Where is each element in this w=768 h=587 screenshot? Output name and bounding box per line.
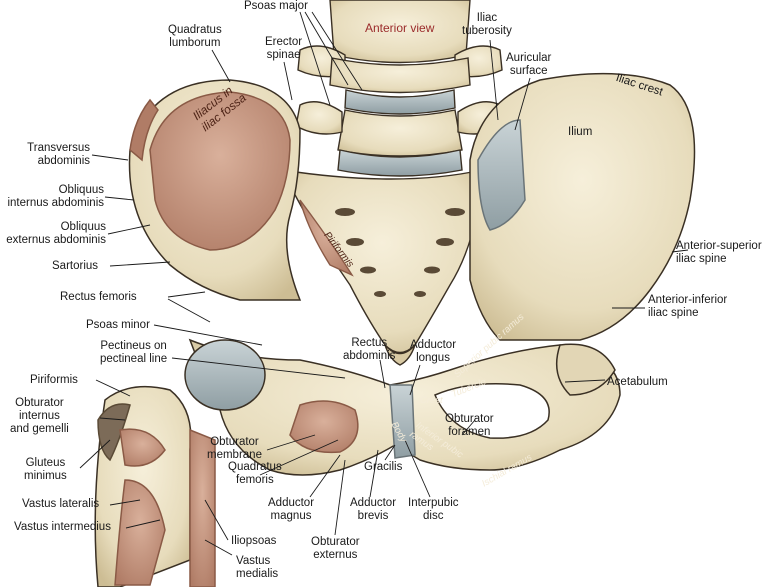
label-sartorius: Sartorius bbox=[52, 260, 99, 272]
left-ilium bbox=[128, 79, 302, 301]
pubis-ischium bbox=[188, 338, 621, 476]
label-psoas-major: Psoas major bbox=[244, 0, 308, 12]
right-ilium bbox=[469, 72, 696, 341]
label-vastus-lateralis: Vastus lateralis bbox=[22, 498, 100, 510]
label-acetabulum: Acetabulum bbox=[607, 376, 668, 388]
sacrum bbox=[280, 169, 483, 366]
left-femur bbox=[94, 339, 266, 587]
label-ilium: Ilium bbox=[568, 126, 593, 138]
label-rectus-femoris: Rectus femoris bbox=[60, 291, 137, 303]
label-gracilis: Gracilis bbox=[364, 461, 403, 473]
label-vastus-intermedius: Vastus intermedius bbox=[14, 521, 111, 533]
label-crest: Crest bbox=[420, 395, 443, 406]
leader-lines bbox=[79, 11, 689, 556]
label-iliopsoas: Iliopsoas bbox=[231, 535, 277, 547]
label-psoas-minor: Psoas minor bbox=[86, 319, 150, 331]
view-title: Anterior view bbox=[365, 21, 435, 35]
label-piriformis-left: Piriformis bbox=[30, 374, 78, 386]
